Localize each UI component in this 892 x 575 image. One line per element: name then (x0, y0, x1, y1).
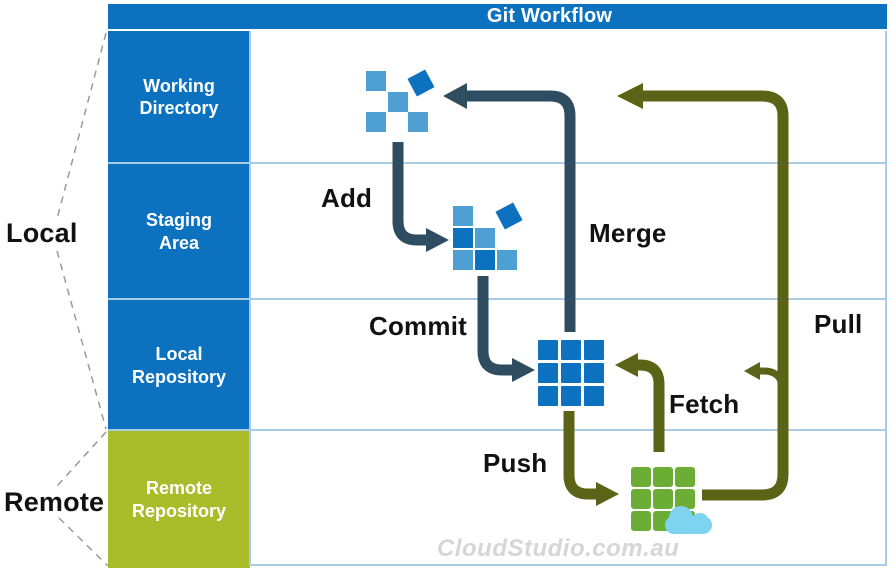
diagram-title: Git Workflow (108, 4, 887, 29)
remote-repository-icon (631, 467, 712, 534)
row-working-directory: Working Directory (108, 31, 250, 163)
row-divider-2 (108, 298, 887, 300)
local-group-label: Local (6, 218, 78, 248)
watermark: CloudStudio.com.au (437, 535, 680, 562)
loose-file-diamond (407, 69, 435, 97)
working-directory-icon (366, 69, 435, 132)
bottom-border (250, 564, 887, 566)
row-divider-1 (108, 162, 887, 164)
row-staging-area: Staging Area (108, 163, 250, 300)
row-staging-area-label: Staging Area (146, 210, 212, 253)
fetch-arrow (615, 353, 665, 452)
add-label: Add (321, 183, 373, 213)
row-working-directory-label: Working Directory (139, 75, 219, 119)
row-local-repository-label: Local Repository (131, 344, 227, 387)
loose-file-diamond (495, 202, 523, 230)
row-divider-3 (108, 429, 887, 431)
merge-arrow (443, 83, 576, 332)
fetch-label: Fetch (669, 389, 740, 419)
pull-label: Pull (814, 309, 863, 339)
push-label: Push (483, 448, 548, 478)
merge-label: Merge (589, 218, 667, 248)
local-repository-icon (538, 340, 604, 406)
commit-arrow (477, 276, 535, 382)
row-remote-repository: Remote Repository (108, 431, 250, 568)
cloud-icon (665, 506, 712, 534)
commit-label: Commit (369, 311, 467, 341)
push-arrow (563, 411, 619, 506)
right-border (885, 31, 887, 566)
label-column-border (249, 31, 251, 566)
pull-arrow (617, 83, 789, 501)
row-local-repository: Local Repository (108, 300, 250, 431)
remote-group-label: Remote (4, 487, 105, 517)
staging-area-icon (453, 202, 523, 270)
row-remote-repository-label: Remote Repository (131, 478, 227, 521)
pull-branch-arrow (744, 362, 787, 394)
add-arrow (392, 142, 449, 252)
